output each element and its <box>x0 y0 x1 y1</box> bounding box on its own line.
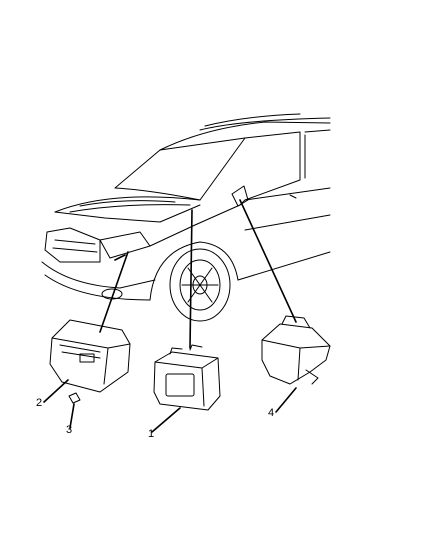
part-3-clip <box>68 392 81 404</box>
vehicle-illustration <box>41 113 331 322</box>
part-2-module-housing <box>49 319 131 393</box>
part-4-bracket <box>261 315 331 385</box>
callout-3: 3 <box>66 424 72 436</box>
callout-1: 1 <box>148 428 154 440</box>
callout-4: 4 <box>268 407 274 419</box>
callout-2: 2 <box>36 397 42 409</box>
part-1-abs-module <box>153 344 221 411</box>
leader-lines <box>43 199 297 433</box>
